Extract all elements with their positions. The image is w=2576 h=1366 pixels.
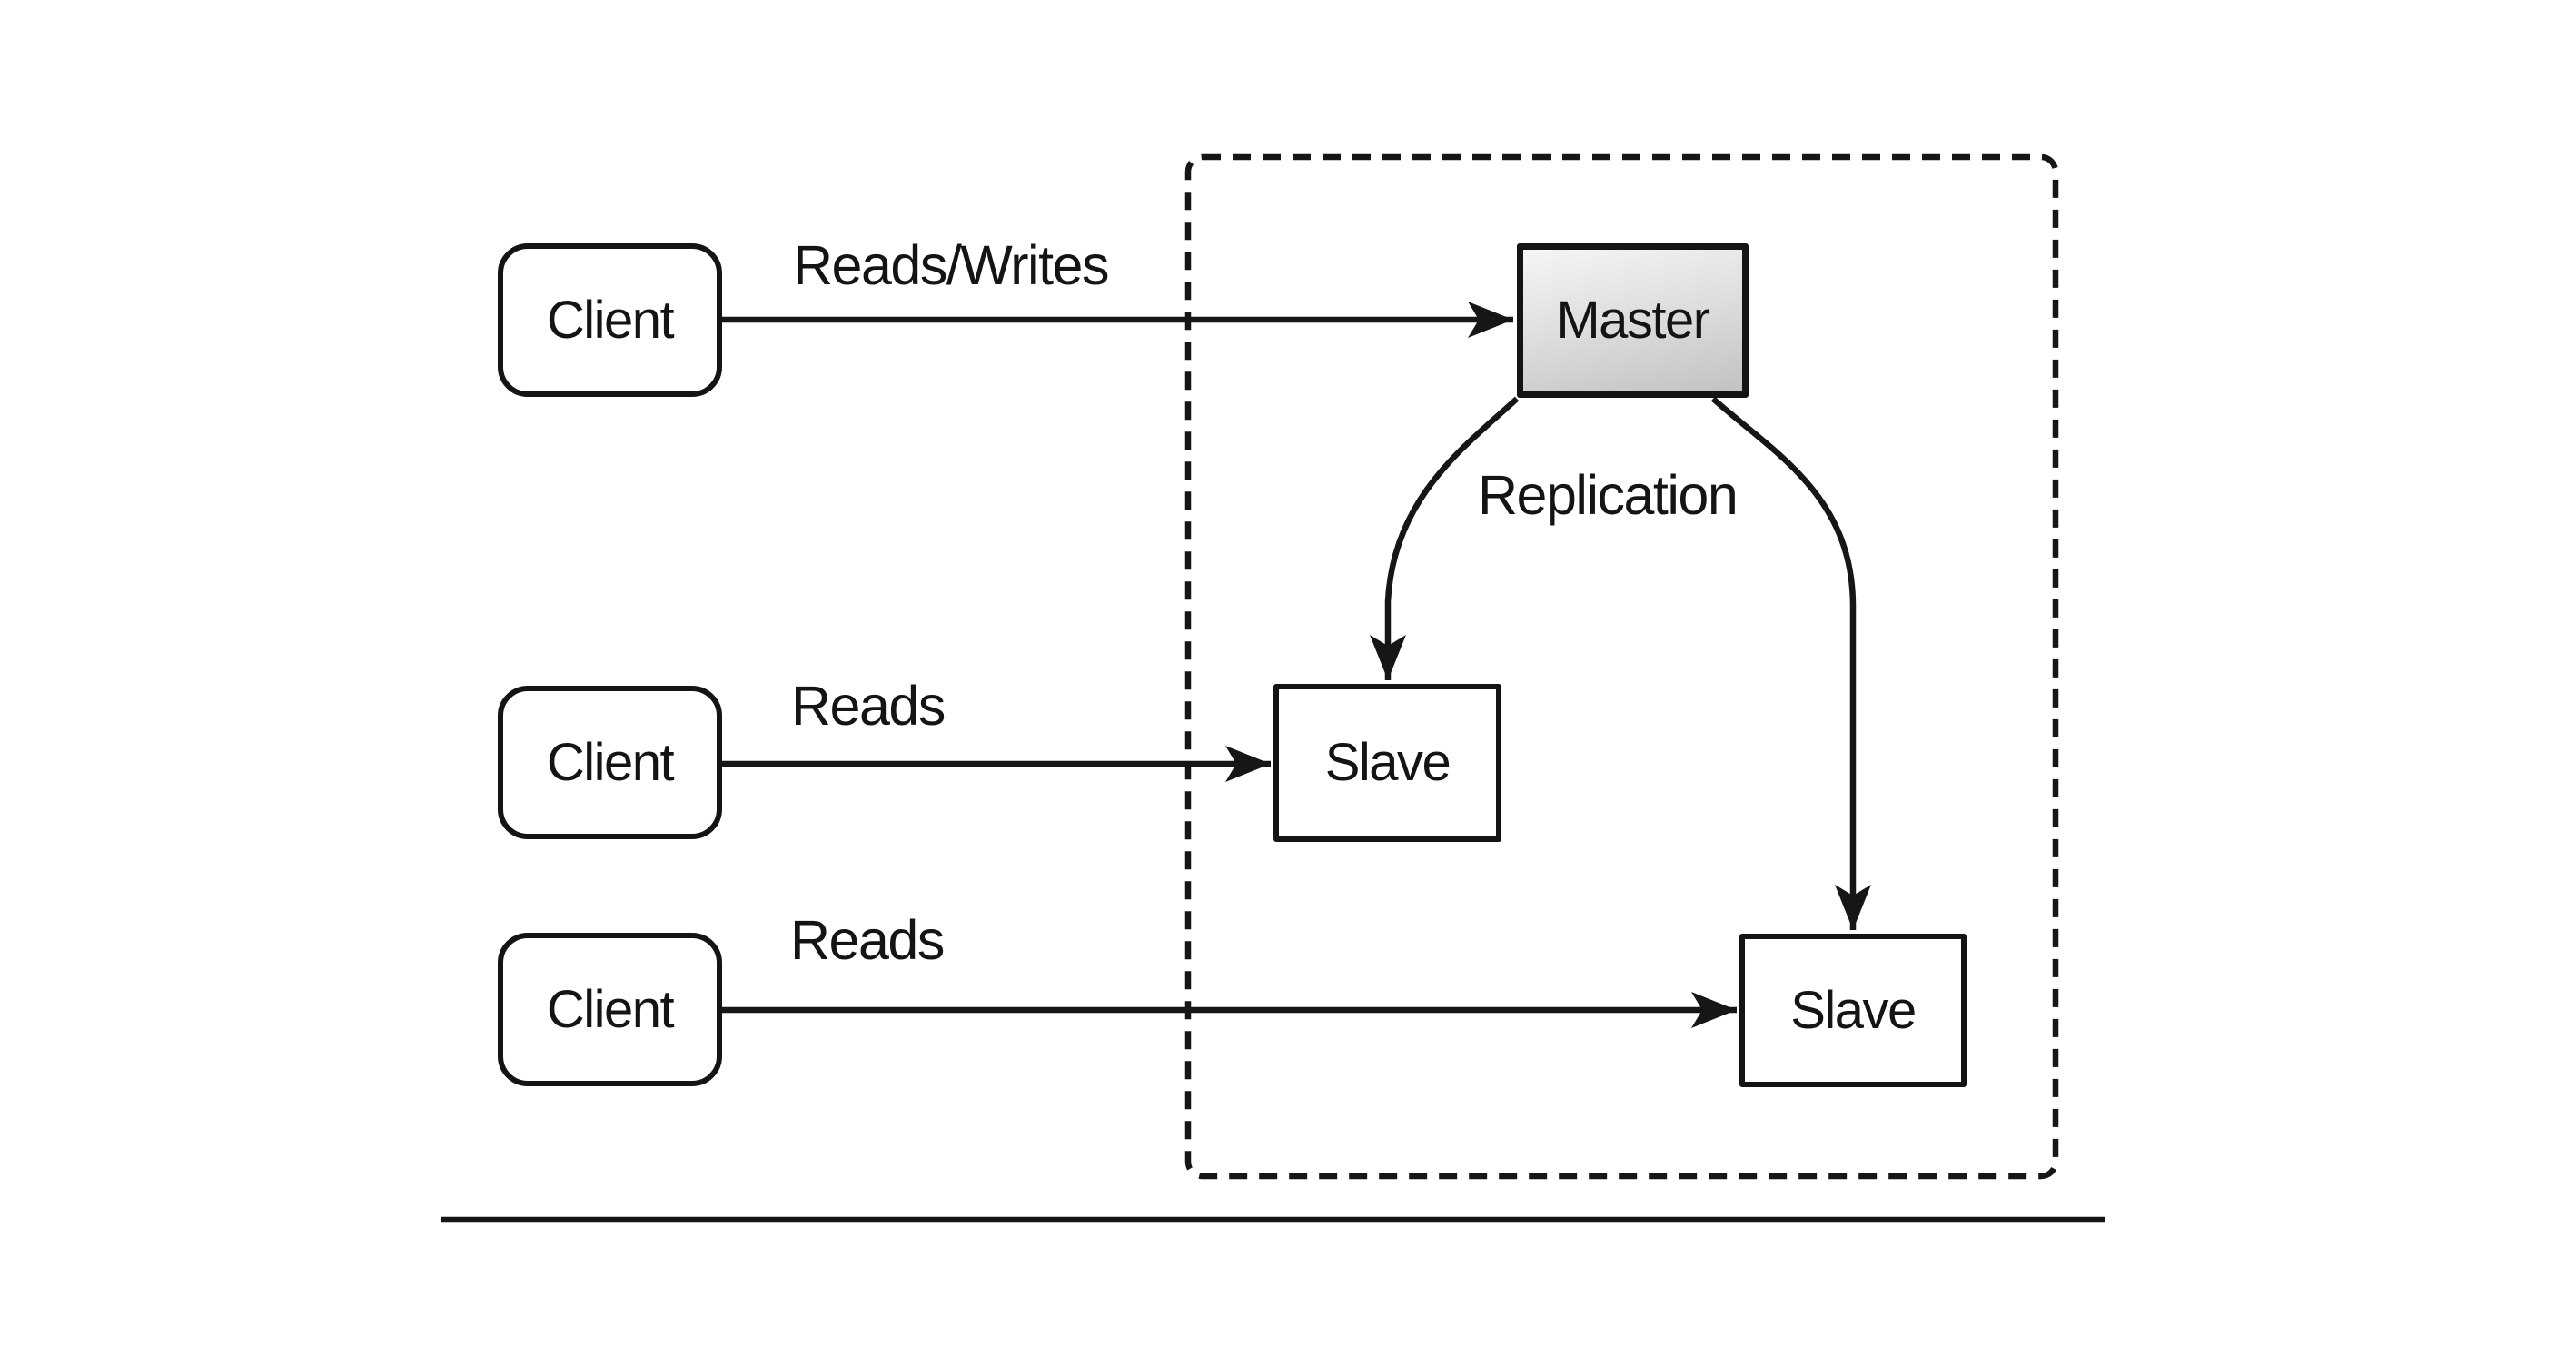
edge-replication-left-curve xyxy=(1370,396,1520,680)
edge-replication-right-curve xyxy=(1710,396,1871,930)
edge-label-reads-middle: Reads xyxy=(791,675,946,737)
node-slave-2-label: Slave xyxy=(1790,980,1917,1040)
replication-group-dashed-border xyxy=(1184,153,2059,1180)
node-slave-1-label: Slave xyxy=(1324,733,1451,792)
node-master-label: Master xyxy=(1556,291,1710,350)
edge-label-replication: Replication xyxy=(1478,464,1739,526)
edge-label-reads-writes: Reads/Writes xyxy=(793,234,1110,296)
node-client-3-label: Client xyxy=(546,979,675,1039)
node-client-1: Client xyxy=(498,243,722,397)
edge-label-reads-bottom: Reads xyxy=(790,909,945,971)
node-slave-1: Slave xyxy=(1273,684,1501,842)
node-client-2-label: Client xyxy=(546,732,675,792)
node-client-2: Client xyxy=(498,686,722,839)
node-client-3: Client xyxy=(498,933,722,1086)
node-client-1-label: Client xyxy=(546,290,675,350)
node-slave-2: Slave xyxy=(1739,934,1967,1087)
node-master: Master xyxy=(1517,243,1749,398)
